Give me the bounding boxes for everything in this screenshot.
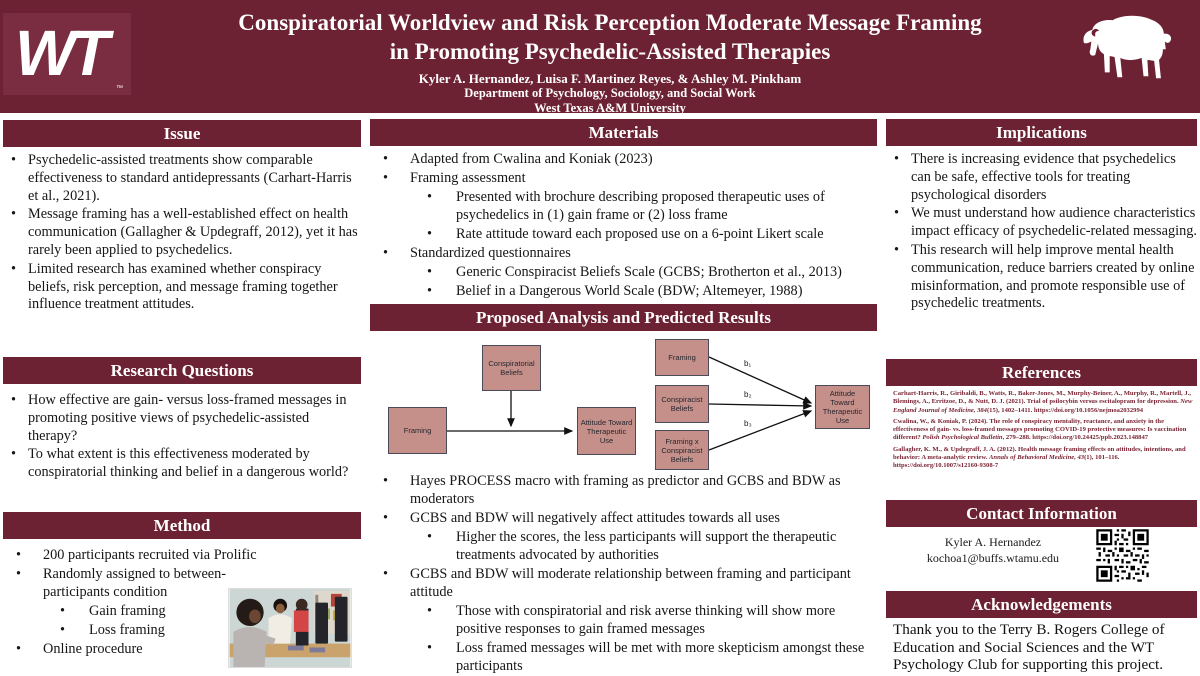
poster-header: WT ™ Conspiratorial Worldview and Risk P…: [0, 0, 1200, 116]
acknowledgements-content: Thank you to the Terry B. Rogers College…: [893, 621, 1165, 674]
list-item: Loss framed messages will be met with mo…: [370, 639, 877, 675]
acknowledgements-header: Acknowledgements: [886, 591, 1197, 618]
implications-header: Implications: [886, 119, 1197, 146]
reference: Carhart-Harris, R., Giribaldi, B., Watts…: [893, 390, 1193, 415]
reference-journal: New England Journal of Medicine, 384: [893, 398, 1193, 414]
contact-email: kochoa1@buffs.wtamu.edu: [926, 551, 1060, 565]
diagram-box-conspiratorial-beliefs: Conspiratorial Beliefs: [482, 345, 541, 391]
diagram-box-framing: Framing: [388, 407, 447, 454]
list-item: Those with conspiratorial and risk avers…: [370, 602, 877, 638]
path-label-b3: b₃: [744, 419, 752, 428]
list-item: Belief in a Dangerous World Scale (BDW; …: [370, 282, 877, 300]
reference-journal: Polish Psychological Bulletin: [922, 434, 1003, 442]
list-item: How effective are gain- versus loss-fram…: [3, 392, 361, 445]
contact-name: Kyler A. Hernandez: [944, 535, 1042, 549]
list-item: Adapted from Cwalina and Koniak (2023): [370, 150, 877, 168]
materials-header: Materials: [370, 119, 877, 146]
list-item: There is increasing evidence that psyche…: [886, 151, 1197, 204]
references-content: Carhart-Harris, R., Giribaldi, B., Watts…: [893, 390, 1193, 474]
reference-text: (15), 1402–1411. https://doi.org/10.1056…: [986, 406, 1144, 414]
contact-content: Kyler A. Hernandez kochoa1@buffs.wtamu.e…: [898, 534, 1088, 566]
list-item: 200 participants recruited via Prolific: [3, 546, 361, 564]
contact-header: Contact Information: [886, 500, 1197, 527]
list-item: Framing assessment: [370, 169, 877, 187]
issue-header: Issue: [3, 120, 361, 147]
reference-text: Gallagher, K. M., & Updegraff, J. A. (20…: [893, 445, 1186, 462]
list-item: Rate attitude toward each proposed use o…: [370, 225, 877, 243]
reference-text: Cwalina, W., & Koniak, P. (2024). The ro…: [893, 417, 1187, 442]
method-content: 200 participants recruited via Prolific …: [3, 546, 361, 659]
list-item: Limited research has examined whether co…: [3, 261, 361, 314]
list-item: This research will help improve mental h…: [886, 242, 1197, 313]
list-item: Message framing has a well-established e…: [3, 206, 361, 259]
list-item: Psychedelic-assisted treatments show com…: [3, 152, 361, 205]
authors: Kyler A. Hernandez, Luisa F. Martinez Re…: [418, 71, 802, 86]
reference-text: , 279–288. https://doi.org/10.24425/ppb.…: [1002, 434, 1149, 442]
path-label-b1: b₁: [744, 359, 752, 368]
research-questions-content: How effective are gain- versus loss-fram…: [3, 392, 361, 483]
reference: Gallagher, K. M., & Updegraff, J. A. (20…: [893, 446, 1193, 471]
references-header: References: [886, 359, 1197, 386]
person-front: [233, 598, 276, 667]
trademark-symbol: ™: [116, 85, 123, 92]
diagram-box-interaction: Framing x Conspiracist Beliefs: [655, 430, 709, 470]
qr-code: [1094, 527, 1151, 584]
diagram-box-framing-2: Framing: [655, 339, 709, 376]
list-item: Online procedure: [3, 640, 361, 658]
buffalo-icon: [1083, 15, 1172, 79]
reference-text: Carhart-Harris, R., Giribaldi, B., Watts…: [893, 390, 1191, 406]
university: West Texas A&M University: [534, 101, 686, 115]
path-label-b2: b₂: [744, 390, 752, 399]
diagram-box-conspiracist-beliefs: Conspiracist Beliefs: [655, 385, 709, 423]
list-item: GCBS and BDW will moderate relationship …: [370, 565, 877, 601]
method-header: Method: [3, 512, 361, 539]
list-item: Hayes PROCESS macro with framing as pred…: [370, 472, 877, 508]
list-item: Presented with brochure describing propo…: [370, 188, 877, 224]
reference: Cwalina, W., & Koniak, P. (2024). The ro…: [893, 418, 1193, 443]
list-item: Randomly assigned to between-participant…: [3, 565, 253, 601]
list-item: Loss framing: [3, 621, 361, 639]
wt-logo-text: WT: [15, 17, 109, 89]
list-item: Higher the scores, the less participants…: [370, 528, 877, 564]
reference-journal: Annals of Behavioral Medicine, 43: [989, 454, 1085, 462]
list-item: Standardized questionnaires: [370, 244, 877, 262]
poster-title-line2: in Promoting Psychedelic-Assisted Therap…: [389, 39, 831, 64]
wt-logo: WT ™: [3, 13, 131, 95]
department: Department of Psychology, Sociology, and…: [464, 86, 756, 100]
analysis-content: Hayes PROCESS macro with framing as pred…: [370, 472, 877, 676]
analysis-diagram: Framing Conspiratorial Beliefs Attitude …: [370, 333, 877, 471]
materials-content: Adapted from Cwalina and Koniak (2023) F…: [370, 150, 877, 301]
diagram-box-attitude-outcome: Attitude Toward Therapeutic Use: [577, 407, 636, 455]
list-item: We must understand how audience characte…: [886, 205, 1197, 241]
poster-title-line1: Conspiratorial Worldview and Risk Percep…: [238, 10, 982, 35]
list-item: Gain framing: [3, 602, 361, 620]
diagram-box-attitude-outcome-2: Attitude Toward Therapeutic Use: [815, 385, 870, 429]
analysis-header: Proposed Analysis and Predicted Results: [370, 304, 877, 331]
research-questions-header: Research Questions: [3, 357, 361, 384]
method-photo: [228, 588, 352, 668]
person-back: [293, 598, 309, 632]
person-middle: [268, 598, 292, 644]
header-title-block: Conspiratorial Worldview and Risk Percep…: [150, 8, 1070, 116]
implications-content: There is increasing evidence that psyche…: [886, 151, 1197, 314]
issue-content: Psychedelic-assisted treatments show com…: [3, 152, 361, 315]
list-item: Generic Conspiracist Beliefs Scale (GCBS…: [370, 263, 877, 281]
list-item: GCBS and BDW will negatively affect atti…: [370, 509, 877, 527]
list-item: To what extent is this effectiveness mod…: [3, 446, 361, 482]
reference-text: (1), 101–116. https://doi.org/10.1007/s1…: [893, 454, 1120, 470]
